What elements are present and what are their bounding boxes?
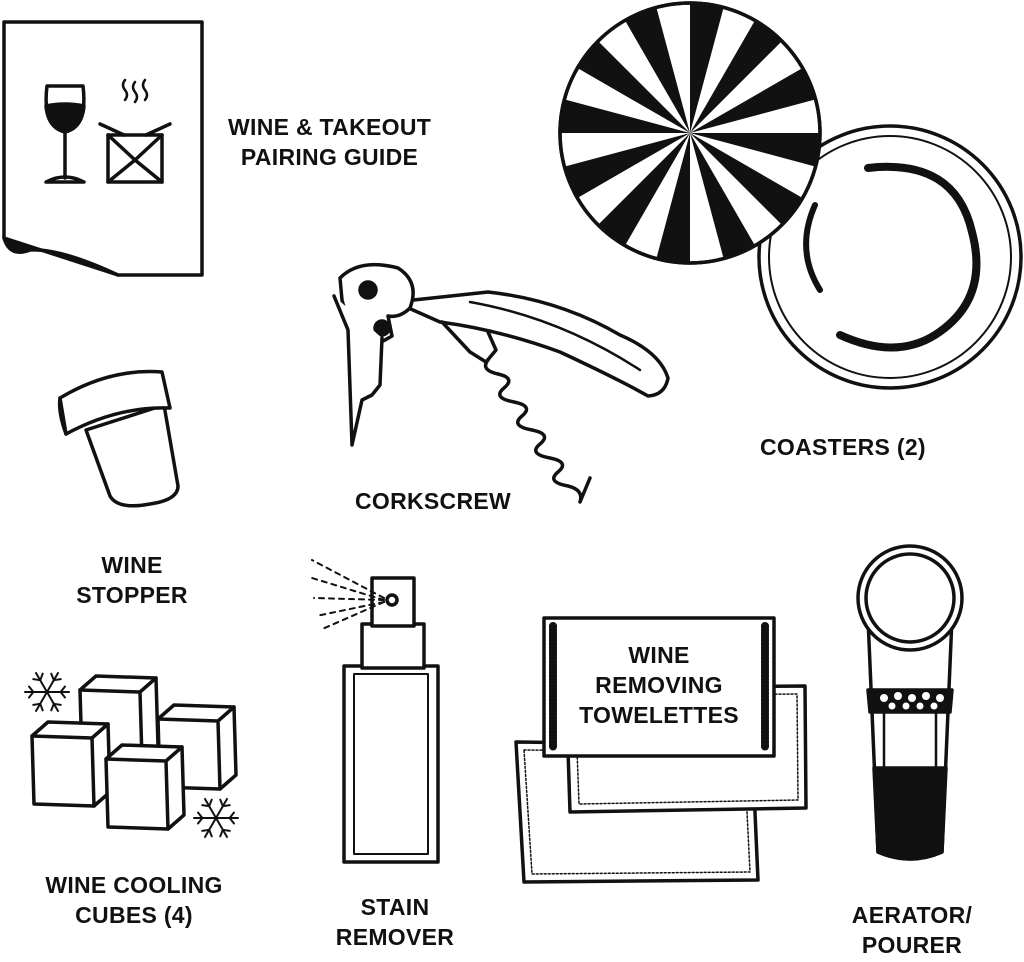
cooling-cubes-label-line1: WINE COOLING xyxy=(45,872,223,898)
snowflake-icon xyxy=(24,671,70,713)
aerator-label: AERATOR/ POURER xyxy=(830,900,994,960)
coaster-stripe xyxy=(598,133,690,246)
cooling-cubes-label: WINE COOLING CUBES (4) xyxy=(28,870,240,930)
towelettes-label-line3: TOWELETTES xyxy=(579,702,739,728)
pairing-guide-label: WINE & TAKEOUT PAIRING GUIDE xyxy=(228,112,431,172)
towelettes-label-line1: WINE xyxy=(628,642,690,668)
coasters-label: COASTERS (2) xyxy=(760,432,926,462)
stain-remover-label-line2: REMOVER xyxy=(335,924,455,950)
coaster-stripe xyxy=(625,7,690,134)
coaster-stripe xyxy=(690,133,803,225)
wine-stopper-label-line2: STOPPER xyxy=(76,582,188,608)
cooling-cubes-label-line2: CUBES (4) xyxy=(75,902,193,928)
aerator-label-line1: AERATOR/ xyxy=(851,902,973,928)
wine-glass-icon xyxy=(44,84,86,184)
coaster-stripe xyxy=(690,133,755,259)
spray-bottle-icon xyxy=(311,559,440,864)
spray-mist-icon xyxy=(311,559,385,631)
pairing-guide-label-line1: WINE & TAKEOUT xyxy=(228,114,432,140)
cooling-cubes-icon xyxy=(30,674,238,831)
takeout-box-icon xyxy=(98,78,172,184)
coaster-stripe xyxy=(690,133,820,167)
coaster-plain-icon xyxy=(757,124,1023,390)
stain-remover-label-line1: STAIN xyxy=(360,894,430,920)
towelettes-label-line2: REMOVING xyxy=(595,672,723,698)
corkscrew-label-text: CORKSCREW xyxy=(355,488,512,514)
coaster-stripe xyxy=(560,99,690,133)
snowflakes-decoration xyxy=(24,671,239,839)
ice-cube-icon xyxy=(104,743,186,831)
towelettes-label: WINE REMOVING TOWELETTES xyxy=(546,640,772,730)
wine-stopper-label: WINE STOPPER xyxy=(68,550,196,610)
coaster-stripe xyxy=(690,20,782,133)
coaster-striped-icon xyxy=(558,1,822,265)
coasters-label-text: COASTERS (2) xyxy=(760,434,926,460)
snowflake-icon xyxy=(193,797,239,839)
corkscrew-icon xyxy=(332,262,670,504)
coasters-icon xyxy=(558,1,1023,390)
coaster-stripe xyxy=(564,133,690,198)
corkscrew-label: CORKSCREW xyxy=(355,486,511,516)
wine-stopper-icon xyxy=(57,369,180,508)
stain-remover-label: STAIN REMOVER xyxy=(326,892,464,952)
coaster-stripe xyxy=(690,68,816,133)
pairing-guide-sheet-icon xyxy=(2,20,204,277)
aerator-pourer-icon xyxy=(856,544,964,861)
pairing-guide-label-line2: PAIRING GUIDE xyxy=(240,144,419,170)
ice-cube-icon xyxy=(30,720,112,808)
wine-stopper-label-line1: WINE xyxy=(101,552,163,578)
towelettes-icon xyxy=(514,616,808,884)
aerator-label-line2: POURER xyxy=(861,932,963,958)
coaster-stripe xyxy=(656,133,690,263)
coaster-stripe xyxy=(690,3,724,133)
coaster-stripe xyxy=(577,41,690,133)
